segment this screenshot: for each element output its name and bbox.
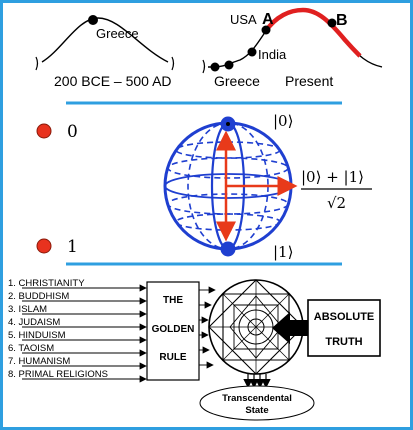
left-peak-label: Greece bbox=[96, 26, 139, 41]
point-a-label: A bbox=[262, 11, 274, 28]
transcendental-line-2: State bbox=[245, 405, 268, 416]
golden-rule-line-2: GOLDEN bbox=[152, 324, 195, 335]
religion-list: 1. CHRISTIANITY 2. BUDDHISM 3. ISLAM 4. … bbox=[8, 278, 108, 380]
classical-bit-0-label: 0 bbox=[67, 122, 78, 142]
ket-one: |1⟩ bbox=[273, 243, 293, 261]
golden-rule-line-1: THE bbox=[163, 295, 183, 306]
superposition-denominator: √2 bbox=[327, 194, 346, 212]
usa-label: USA bbox=[230, 12, 257, 27]
superposition-numerator: |0⟩ + |1⟩ bbox=[301, 168, 364, 186]
golden-rule-box bbox=[146, 281, 200, 381]
left-wave-break-right bbox=[171, 56, 175, 71]
religion-item: 2. BUDDHISM bbox=[8, 291, 69, 302]
left-peak-marker bbox=[88, 15, 98, 25]
history-panel: Greece 200 BCE – 500 AD USA A B India Gr… bbox=[35, 7, 383, 89]
present-label: Present bbox=[285, 73, 333, 89]
greece-marker-2 bbox=[224, 60, 234, 70]
classical-bit-1-label: 1 bbox=[67, 237, 78, 257]
religion-item: 8. PRIMAL RELIGIONS bbox=[8, 369, 108, 380]
greece-label: Greece bbox=[214, 73, 260, 89]
descent-arrows bbox=[243, 374, 271, 389]
religion-item: 4. JUDAISM bbox=[8, 317, 60, 328]
transcendental-ellipse bbox=[199, 385, 315, 421]
absolute-truth-arrow bbox=[272, 312, 308, 344]
highlighted-segment bbox=[263, 7, 362, 58]
point-b-label: B bbox=[336, 12, 348, 29]
south-pole-dot bbox=[220, 241, 236, 257]
golden-rule-line-3: RULE bbox=[159, 352, 187, 363]
box-connectors bbox=[199, 286, 216, 369]
india-marker bbox=[247, 47, 257, 57]
religion-item: 1. CHRISTIANITY bbox=[8, 278, 85, 289]
marker-b bbox=[327, 18, 337, 28]
greece-marker-1 bbox=[210, 62, 220, 72]
religions-panel: 1. CHRISTIANITY 2. BUDDHISM 3. ISLAM 4. … bbox=[8, 278, 381, 421]
north-pole-dot-center bbox=[226, 122, 230, 126]
right-wave-break bbox=[202, 59, 206, 74]
religion-item: 6. TAOISM bbox=[8, 343, 54, 354]
india-label: India bbox=[258, 47, 287, 62]
list-connectors bbox=[22, 284, 147, 383]
religion-item: 5. HINDUISM bbox=[8, 330, 66, 341]
left-axis-label: 200 BCE – 500 AD bbox=[54, 73, 172, 89]
religion-item: 3. ISLAM bbox=[8, 304, 47, 315]
qubit-panel: 0 1 |0⟩ |1⟩ |0⟩ + |1⟩ √2 bbox=[36, 112, 372, 261]
classical-bit-0-dot bbox=[36, 123, 52, 139]
ket-zero: |0⟩ bbox=[273, 112, 293, 130]
religion-item: 7. HUMANISM bbox=[8, 356, 70, 367]
usa-marker-a bbox=[261, 25, 271, 35]
absolute-truth-line-2: TRUTH bbox=[325, 336, 362, 348]
transcendental-line-1: Transcendental bbox=[222, 393, 292, 404]
left-wave-curve bbox=[41, 17, 169, 63]
classical-bit-1-dot bbox=[36, 238, 52, 254]
absolute-truth-line-1: ABSOLUTE bbox=[314, 311, 375, 323]
left-wave-break bbox=[35, 56, 39, 71]
